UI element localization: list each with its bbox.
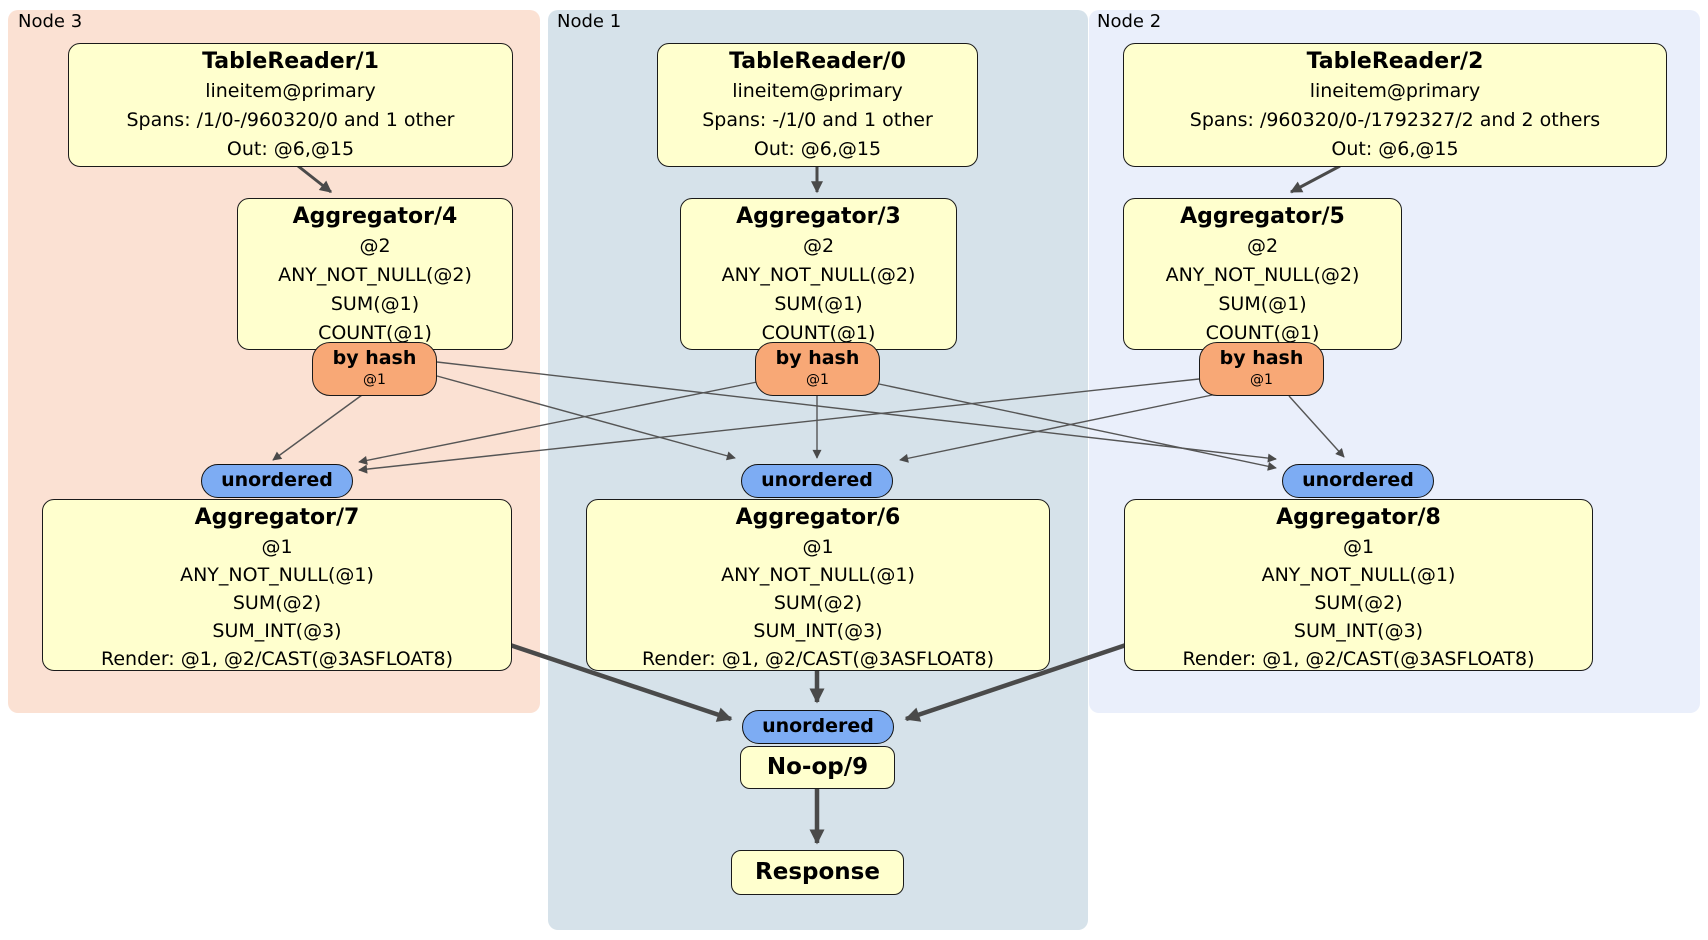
- processor-title: TableReader/2: [1306, 49, 1484, 74]
- processor-line: Out: @6,@15: [1331, 138, 1459, 160]
- processor-line: Spans: /960320/0-/1792327/2 and 2 others: [1189, 109, 1601, 131]
- processor-line: ANY_NOT_NULL(@2): [1165, 264, 1360, 286]
- processor-line: Out: @6,@15: [226, 138, 355, 160]
- processor-response: Response: [731, 850, 904, 895]
- processor-line: SUM(@1): [774, 293, 863, 315]
- processor-line: Spans: -/1/0 and 1 other: [702, 109, 933, 131]
- stream-unordered-node2: unordered: [1282, 464, 1434, 498]
- processor-line: @2: [359, 235, 391, 257]
- stream-unordered-node3: unordered: [201, 464, 353, 498]
- router-label: by hash: [775, 347, 860, 369]
- processor-line: ANY_NOT_NULL(@2): [721, 264, 916, 286]
- processor-tablereader-2: TableReader/2 lineitem@primary Spans: /9…: [1123, 43, 1667, 167]
- router-label: by hash: [1219, 347, 1304, 369]
- processor-line: lineitem@primary: [205, 80, 376, 102]
- processor-line: SUM(@2): [773, 592, 863, 614]
- panel-label-node1: Node 1: [557, 11, 622, 32]
- router-by-hash-node2: by hash @1: [1199, 342, 1324, 396]
- processor-title: Aggregator/6: [735, 505, 901, 530]
- processor-line: SUM_INT(@3): [753, 620, 883, 642]
- router-label: by hash: [332, 347, 417, 369]
- processor-line: Render: @1, @2/CAST(@3ASFLOAT8): [101, 648, 453, 670]
- processor-line: lineitem@primary: [732, 80, 903, 102]
- processor-line: ANY_NOT_NULL(@2): [278, 264, 472, 286]
- processor-aggregator-3: Aggregator/3 @2 ANY_NOT_NULL(@2) SUM(@1)…: [680, 198, 957, 350]
- processor-title: Aggregator/4: [292, 204, 458, 229]
- processor-line: COUNT(@1): [1205, 322, 1320, 344]
- panel-label-node2: Node 2: [1097, 11, 1162, 32]
- processor-line: Render: @1, @2/CAST(@3ASFLOAT8): [642, 648, 994, 670]
- processor-title: Aggregator/8: [1276, 505, 1441, 530]
- processor-noop: No-op/9: [740, 746, 895, 789]
- processor-aggregator-5: Aggregator/5 @2 ANY_NOT_NULL(@2) SUM(@1)…: [1123, 198, 1402, 350]
- processor-line: @2: [802, 235, 835, 257]
- processor-line: COUNT(@1): [318, 322, 432, 344]
- processor-line: Render: @1, @2/CAST(@3ASFLOAT8): [1182, 648, 1535, 670]
- processor-line: SUM(@2): [232, 592, 322, 614]
- processor-line: @1: [1342, 536, 1375, 558]
- processor-title: Aggregator/3: [736, 204, 901, 229]
- processor-line: SUM_INT(@3): [212, 620, 342, 642]
- router-by-hash-node3: by hash @1: [312, 342, 437, 396]
- processor-line: ANY_NOT_NULL(@1): [180, 564, 374, 586]
- processor-aggregator-8: Aggregator/8 @1 ANY_NOT_NULL(@1) SUM(@2)…: [1124, 499, 1593, 671]
- panel-label-node3: Node 3: [18, 11, 83, 32]
- processor-line: Spans: /1/0-/960320/0 and 1 other: [126, 109, 455, 131]
- processor-line: lineitem@primary: [1309, 80, 1481, 102]
- processor-line: ANY_NOT_NULL(@1): [721, 564, 915, 586]
- processor-line: @1: [261, 536, 293, 558]
- processor-tablereader-0: TableReader/0 lineitem@primary Spans: -/…: [657, 43, 978, 167]
- processor-title: TableReader/0: [729, 49, 906, 74]
- router-key: @1: [1250, 372, 1273, 388]
- stream-unordered-final: unordered: [742, 710, 894, 744]
- processor-line: @2: [1246, 235, 1279, 257]
- processor-line: @1: [802, 536, 834, 558]
- processor-aggregator-4: Aggregator/4 @2 ANY_NOT_NULL(@2) SUM(@1)…: [237, 198, 513, 350]
- stream-unordered-node1: unordered: [741, 464, 893, 498]
- processor-line: ANY_NOT_NULL(@1): [1261, 564, 1456, 586]
- processor-aggregator-7: Aggregator/7 @1 ANY_NOT_NULL(@1) SUM(@2)…: [42, 499, 512, 671]
- router-by-hash-node1: by hash @1: [755, 342, 880, 396]
- processor-line: SUM(@2): [1314, 592, 1403, 614]
- processor-tablereader-1: TableReader/1 lineitem@primary Spans: /1…: [68, 43, 513, 167]
- processor-title: Aggregator/7: [194, 505, 360, 530]
- processor-aggregator-6: Aggregator/6 @1 ANY_NOT_NULL(@1) SUM(@2)…: [586, 499, 1050, 671]
- processor-line: Out: @6,@15: [753, 138, 882, 160]
- processor-title: TableReader/1: [202, 49, 379, 74]
- processor-line: COUNT(@1): [761, 322, 876, 344]
- router-key: @1: [363, 372, 386, 388]
- router-key: @1: [806, 372, 829, 388]
- processor-title: Aggregator/5: [1180, 204, 1345, 229]
- processor-line: SUM(@1): [1218, 293, 1307, 315]
- processor-line: SUM_INT(@3): [1293, 620, 1424, 642]
- processor-line: SUM(@1): [330, 293, 420, 315]
